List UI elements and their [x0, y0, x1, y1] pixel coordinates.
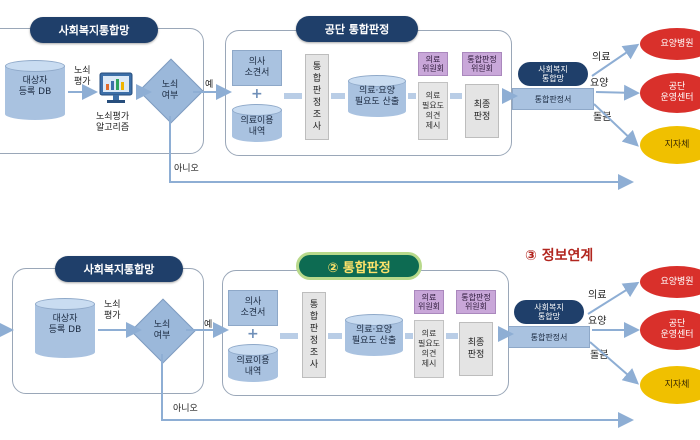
top-route-care: 요양 — [590, 78, 609, 89]
bottom-doctor-box: 의사 소견서 — [228, 290, 278, 326]
bottom-route-care2: 돌봄 — [590, 350, 609, 361]
top-dest-hospital: 요양병원 — [640, 28, 700, 60]
bottom-need-calc-cylinder: 의료·요양 필요도 산출 — [345, 314, 403, 356]
bottom-db-label: 대상자 등록 DB — [48, 314, 82, 335]
top-yes-label: 예 — [205, 80, 214, 90]
monitor-icon — [96, 70, 136, 110]
top-survey-box: 통 합 판 정 조 사 — [305, 54, 329, 140]
bottom-arrow-1 — [280, 333, 298, 339]
bottom-plus-icon: + — [247, 326, 259, 342]
top-final-box: 최종 판정 — [465, 84, 499, 138]
bottom-route-medical: 의료 — [588, 290, 607, 301]
bottom-dest-center: 공단 운영센터 — [640, 310, 700, 350]
bottom-hub: 사회복지 통합망 — [514, 300, 584, 324]
top-arrow-1 — [284, 93, 302, 99]
bottom-final-box: 최종 판정 — [459, 322, 493, 376]
top-history-cylinder: 의료이용 내역 — [232, 104, 282, 142]
top-history-label: 의료이용 내역 — [240, 116, 274, 137]
bottom-survey-box: 통 합 판 정 조 사 — [302, 292, 326, 378]
top-need-calc-cylinder: 의료·요양 필요도 산출 — [348, 75, 406, 117]
top-org-title: 사회복지통합망 — [30, 17, 158, 43]
top-db-label: 대상자 등록 DB — [18, 76, 52, 97]
top-arrow-2 — [331, 93, 345, 99]
bottom-arrow-3 — [405, 333, 413, 339]
top-judgement-title: 공단 통합판정 — [296, 16, 418, 42]
top-arrow-4 — [450, 93, 462, 99]
bottom-arrow-4 — [446, 333, 458, 339]
bottom-neuro-eval: 노쇠 평가 — [104, 300, 121, 321]
top-algorithm-label: 노쇠평가 알고리즘 — [96, 112, 130, 133]
bottom-yes-label: 예 — [204, 320, 213, 330]
top-hub: 사회복지 통합망 — [518, 62, 588, 86]
top-arrow-3 — [408, 93, 416, 99]
bottom-org-title: 사회복지통합망 — [55, 256, 183, 282]
bottom-no-label: 아니오 — [173, 404, 198, 414]
bottom-judgement-title-text: ② 통합판정 — [327, 260, 391, 276]
top-db-cylinder: 대상자 등록 DB — [5, 60, 65, 120]
bottom-history-cylinder: 의료이용 내역 — [228, 344, 278, 382]
bottom-dest-hospital: 요양병원 — [640, 266, 700, 298]
bottom-arrow-2 — [328, 333, 342, 339]
top-route-medical: 의료 — [592, 52, 611, 63]
top-need-calc-label: 의료·요양 필요도 산출 — [354, 86, 400, 107]
bottom-need-opinion-box: 의료 필요도 의견 제시 — [414, 320, 444, 378]
top-decision-label: 노쇠 여부 — [161, 80, 179, 101]
top-doctor-box: 의사 소견서 — [232, 50, 282, 86]
top-route-care2: 돌봄 — [593, 112, 612, 123]
top-neuro-eval: 노쇠 평가 — [74, 66, 91, 87]
bottom-committee-box: 의료 위원회 — [414, 290, 444, 314]
top-dest-local: 지자체 — [640, 126, 700, 164]
bottom-judgement-title: ② 통합판정 — [296, 252, 422, 280]
bottom-dest-local: 지자체 — [640, 366, 700, 404]
bottom-need-calc-label: 의료·요양 필요도 산출 — [351, 325, 397, 346]
top-plus-icon: + — [251, 86, 263, 102]
top-committee-box: 의료 위원회 — [418, 52, 448, 76]
top-no-label: 아니오 — [174, 164, 199, 174]
top-need-opinion-box: 의료 필요도 의견 제시 — [418, 82, 448, 140]
bottom-decision-label: 노쇠 여부 — [153, 320, 171, 341]
top-joint-committee-box: 통합판정 위원회 — [462, 52, 502, 76]
bottom-joint-committee-box: 통합판정 위원회 — [456, 290, 496, 314]
top-dest-center: 공단 운영센터 — [640, 73, 700, 113]
bottom-history-label: 의료이용 내역 — [236, 356, 270, 377]
bottom-link-title: ③ 정보연계 — [525, 248, 594, 264]
bottom-route-care: 요양 — [588, 316, 607, 327]
bottom-db-cylinder: 대상자 등록 DB — [35, 298, 95, 358]
